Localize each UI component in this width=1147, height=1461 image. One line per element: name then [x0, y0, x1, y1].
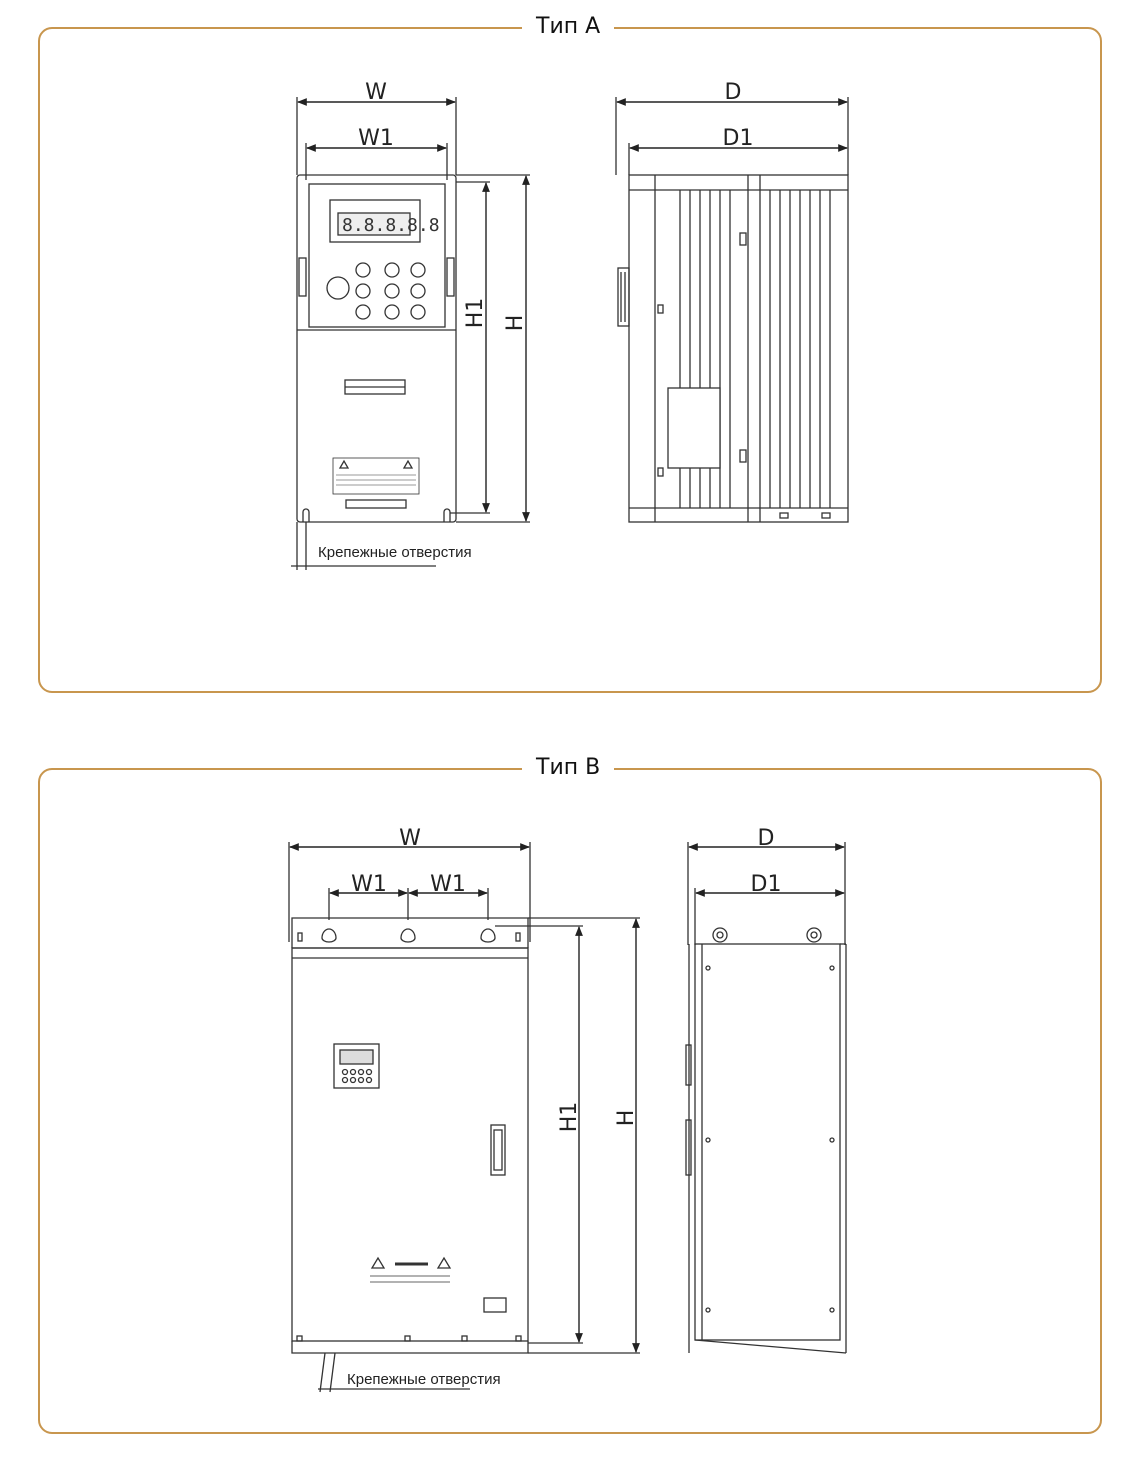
type-a-h1-label: H1 — [463, 298, 488, 329]
type-a-w-label: W — [365, 80, 387, 105]
type-a-mounting-holes-label: Крепежные отверстия — [318, 544, 472, 561]
panel-title-type-a: Тип A — [522, 14, 615, 40]
panel-title-type-b: Тип B — [522, 755, 615, 781]
type-b-w-label: W — [399, 826, 421, 851]
type-b-h1-label: H1 — [557, 1102, 582, 1133]
type-b-d-label: D — [758, 826, 775, 851]
type-b-front-view — [288, 842, 531, 1393]
type-a-d1-label: D1 — [723, 126, 754, 151]
type-a-d-label: D — [725, 80, 742, 105]
type-b-w1-left-label: W1 — [351, 872, 387, 897]
type-a-h-label: H — [503, 315, 528, 332]
type-a-front-view: 8.8.8.8.8 — [291, 97, 457, 570]
type-b-w1-right-label: W1 — [430, 872, 466, 897]
svg-text:8.8.8.8.8: 8.8.8.8.8 — [342, 215, 440, 236]
type-b-side-view — [685, 842, 847, 1354]
type-b-d1-label: D1 — [751, 872, 782, 897]
type-a-w1-label: W1 — [358, 126, 394, 151]
type-b-h-label: H — [614, 1110, 639, 1127]
type-a-side-view — [615, 97, 849, 523]
type-b-mounting-holes-label: Крепежные отверстия — [347, 1371, 501, 1388]
